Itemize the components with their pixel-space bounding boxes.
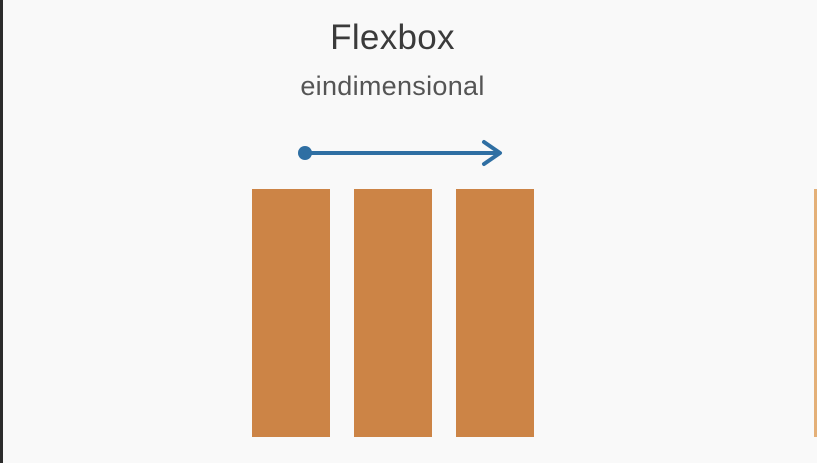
slide-subtitle: eindimensional	[300, 71, 485, 101]
next-slide-edge	[814, 189, 817, 437]
slide-left-border	[0, 0, 3, 463]
slide-title: Flexbox	[330, 18, 455, 57]
flex-item-3	[456, 189, 534, 437]
flex-item-1	[252, 189, 330, 437]
flex-item-2	[354, 189, 432, 437]
right-arrow-icon	[298, 140, 502, 166]
arrow-head	[482, 140, 502, 166]
